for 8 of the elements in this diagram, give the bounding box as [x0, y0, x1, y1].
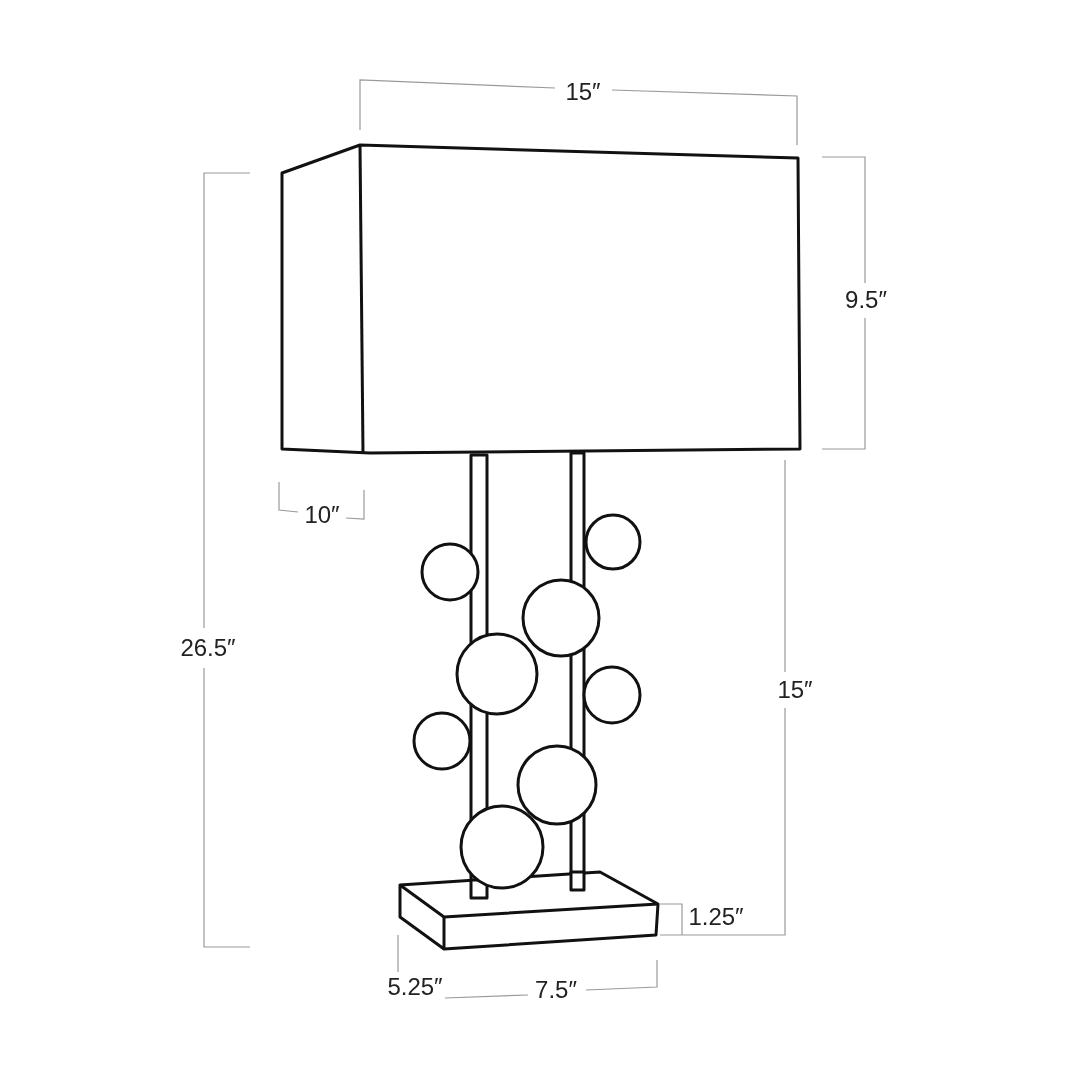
dimension-label: 10″ [304, 503, 340, 527]
dimension-label: 5.25″ [387, 975, 443, 999]
dimension-label: 7.5″ [535, 978, 577, 1002]
dimension-label: 26.5″ [180, 636, 236, 660]
dimension-label: 9.5″ [845, 288, 887, 312]
dimension-label: 1.25″ [688, 905, 744, 929]
dimension-label: 15″ [777, 678, 813, 702]
dimension-label: 15″ [565, 80, 601, 104]
